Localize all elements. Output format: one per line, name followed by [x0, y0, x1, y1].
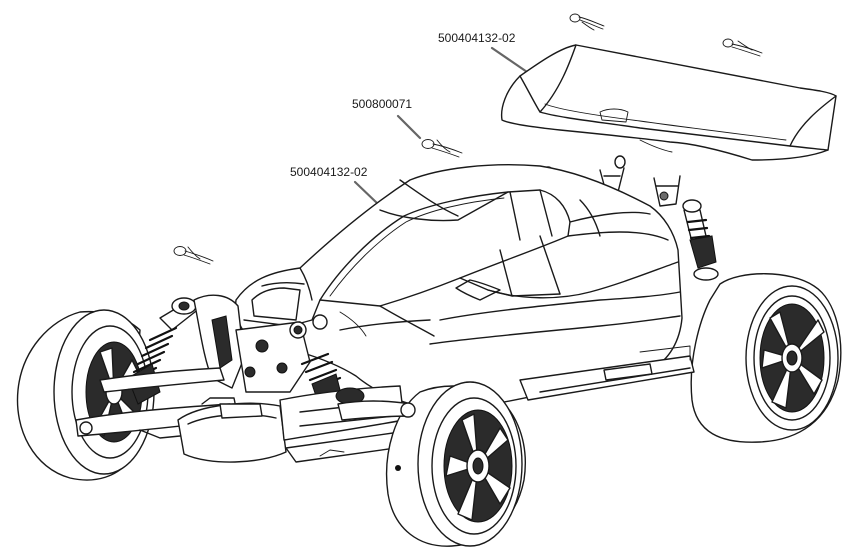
- body-shell: [234, 164, 683, 411]
- body-clip-top: [569, 13, 605, 31]
- callout-label-body: 500404132-02: [290, 165, 368, 179]
- chassis-rail: [519, 345, 695, 401]
- leader-line-wing: [490, 46, 532, 76]
- front-left-wheel: [16, 309, 155, 481]
- rear-wing: [500, 44, 837, 161]
- leader-line-clip: [396, 114, 422, 140]
- front-bulkhead: [193, 294, 343, 409]
- rear-right-shock: [682, 199, 719, 281]
- body-clip-wing: [722, 38, 763, 57]
- front-right-wheel: [385, 381, 526, 547]
- front-bumper: [177, 397, 287, 463]
- leader-line-body: [353, 180, 380, 206]
- callout-label-wing: 500404132-02: [438, 31, 516, 45]
- rear-right-wheel: [690, 273, 842, 443]
- body-clip-left: [173, 246, 214, 265]
- body-clip-center: [421, 139, 463, 158]
- front-right-arm: [337, 400, 416, 421]
- callout-label-clip: 500800071: [352, 97, 412, 111]
